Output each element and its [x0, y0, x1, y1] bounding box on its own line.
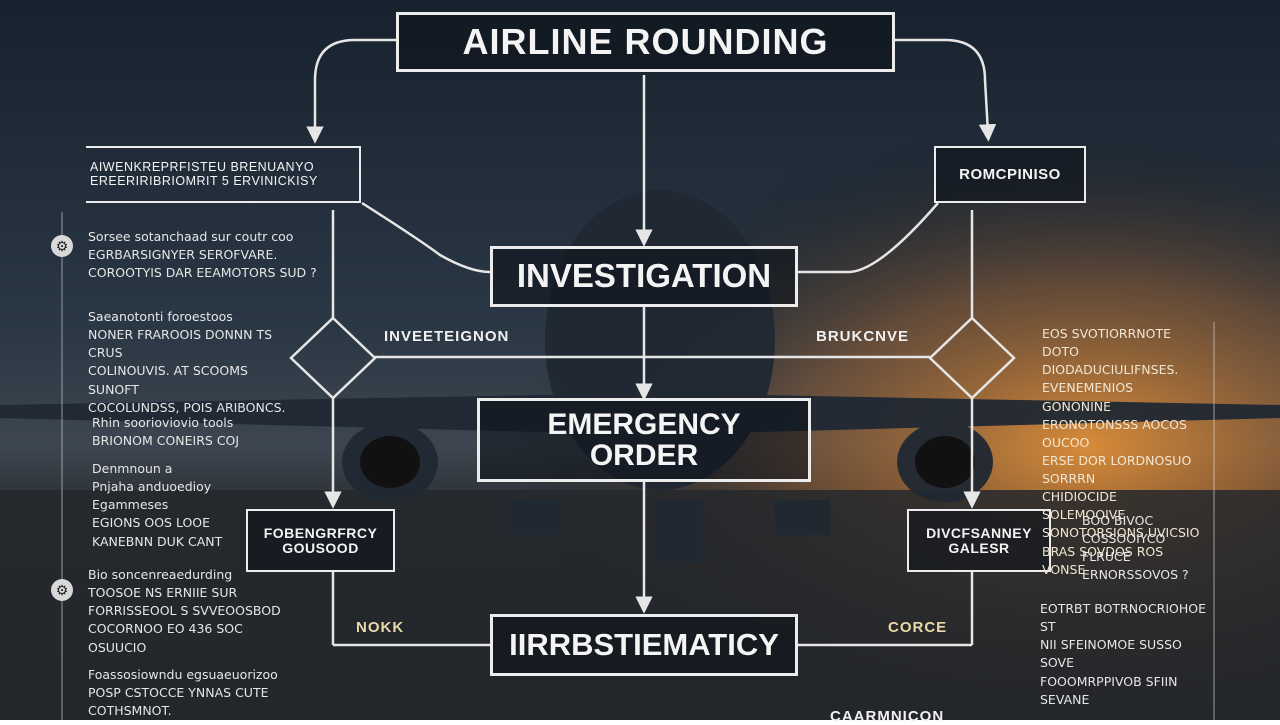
note-left-3: Rhin soorioviovio tools BRIONOM CONEIRS …: [92, 415, 240, 449]
decision-right-label: BRUKCNVE: [816, 328, 910, 345]
bottom-box: IIRRBSTIEMATICY: [490, 614, 798, 676]
emergency-order-text: EMERGENCY ORDER: [547, 407, 741, 472]
gear-icon: ⚙: [51, 579, 73, 601]
gear-icon: ⚙: [51, 235, 73, 257]
note-left-5: Bio soncenreaedurding TOOSOE NS ERNIIE S…: [88, 567, 281, 655]
right-mid-box: DIVCFSANNEY GALESR: [907, 509, 1051, 572]
bottom-right-label: CORCE: [888, 619, 948, 636]
investigation-box: INVESTIGATION: [490, 246, 798, 307]
decision-diamond-right: [928, 316, 1016, 400]
left-top-box: AIWENKREPRFISTEU BRENUANYO EREERIRIBRIOM…: [86, 146, 361, 203]
left-mid-box-text: FOBENGRFRCY GOUSOOD: [263, 524, 378, 556]
left-top-box-text: AIWENKREPRFISTEU BRENUANYO EREERIRIBRIOM…: [90, 160, 318, 188]
bottom-box-text: IIRRBSTIEMATICY: [509, 626, 779, 662]
right-top-box-text: ROMCPINISO: [959, 165, 1061, 183]
note-left-1: Sorsee sotanchaad sur coutr coo EGRBARSI…: [88, 229, 317, 281]
title-box: AIRLINE ROUNDING: [396, 12, 895, 72]
note-right-1: EOS SVOTIORRNOTE DOTO DIODADUCIULIFNSES.…: [1042, 326, 1200, 577]
note-right-3: EOTRBT BOTRNOCRIOHOE ST NII SFEINOMOE SU…: [1040, 601, 1207, 707]
right-top-box: ROMCPINISO: [934, 146, 1086, 203]
title-text: AIRLINE ROUNDING: [462, 21, 829, 63]
right-mid-box-text: DIVCFSANNEY GALESR: [926, 524, 1032, 556]
bottom-edge-right-label: CAARMNICON: [830, 708, 945, 725]
bottom-left-label: NOKK: [356, 619, 405, 636]
note-left-2: Saeanotonti foroestoos NONER FRAROOIS DO…: [88, 309, 286, 415]
left-mid-box: FOBENGRFRCY GOUSOOD: [246, 509, 395, 572]
decision-diamond-left: [289, 316, 377, 400]
note-left-4: Denmnoun a Pnjaha anduoedioy Egammeses E…: [92, 461, 223, 549]
note-right-2: BOO BIVOC COSSOOIYCO FLRUCE ERNORSSOVOS …: [1082, 513, 1189, 583]
investigation-text: INVESTIGATION: [516, 257, 772, 295]
note-left-6: Foassosiowndu egsuaeuorizoo POSP CSTOCCE…: [88, 667, 278, 719]
emergency-order-box: EMERGENCY ORDER: [477, 398, 811, 482]
decision-left-label: INVEETEIGNON: [384, 328, 510, 345]
